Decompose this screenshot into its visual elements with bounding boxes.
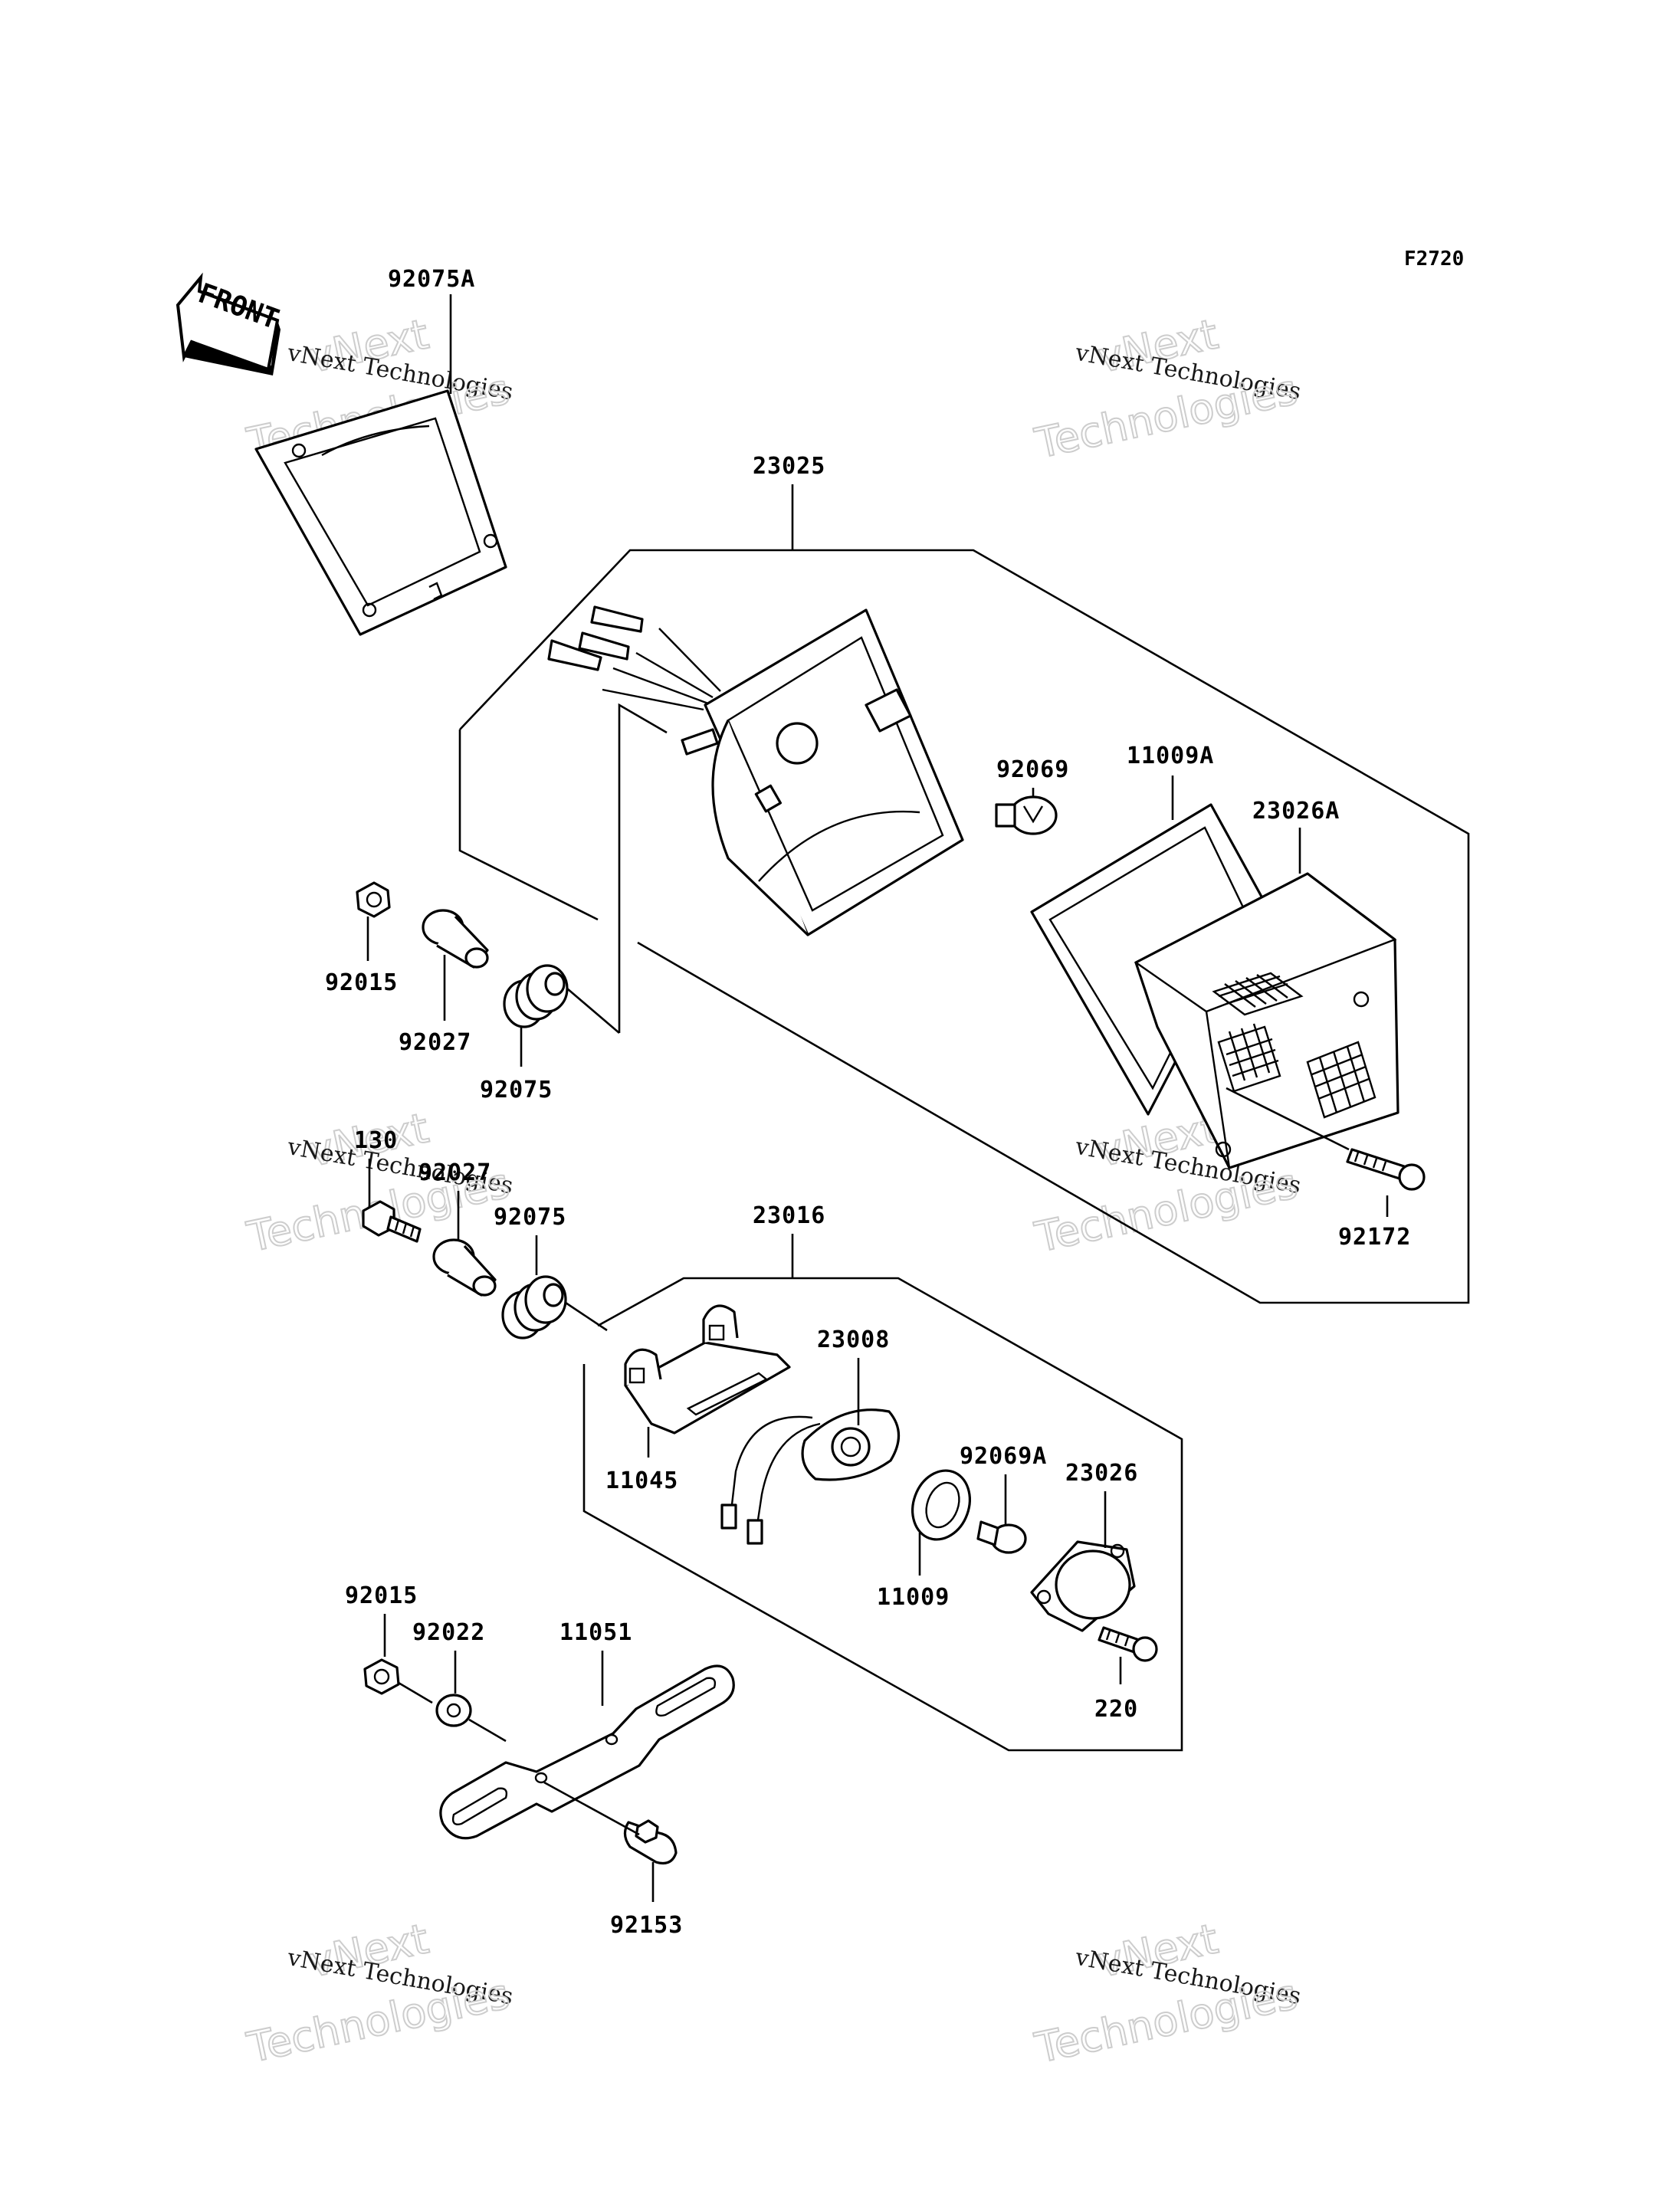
collar-92027-mid — [432, 1238, 497, 1297]
gasket-11009 — [911, 1469, 971, 1541]
nut-92015-top — [356, 881, 391, 918]
label-92153: 92153 — [610, 1912, 683, 1939]
label-92069: 92069 — [996, 756, 1069, 783]
label-92027-top: 92027 — [399, 1029, 471, 1056]
leader-92075-top-to-group — [566, 988, 620, 1034]
figure-code: F2720 — [1404, 248, 1464, 271]
bolt-130 — [362, 1200, 422, 1243]
label-23025: 23025 — [753, 453, 825, 480]
watermark-top-right: vNext vNext Technologies Technologies — [1030, 309, 1303, 468]
leader-92022-to-bracket — [468, 1718, 507, 1743]
label-130: 130 — [354, 1127, 398, 1154]
label-92015-top: 92015 — [325, 969, 398, 996]
screw-220 — [1098, 1626, 1158, 1662]
label-220: 220 — [1094, 1696, 1138, 1723]
label-11045: 11045 — [605, 1467, 678, 1494]
leader-92153-line — [543, 1781, 640, 1836]
lens-23026 — [1030, 1540, 1136, 1632]
label-92015-bot: 92015 — [345, 1582, 418, 1609]
label-23008: 23008 — [817, 1326, 890, 1353]
socket-23008 — [720, 1408, 901, 1545]
label-92075a: 92075A — [388, 266, 475, 293]
screw-92172 — [1346, 1148, 1426, 1191]
leader-92015-to-washer — [398, 1681, 433, 1704]
label-92075-top: 92075 — [480, 1077, 553, 1103]
label-92027-mid: 92027 — [418, 1159, 491, 1186]
tail-light-housing-23025 — [547, 605, 964, 936]
bolt-92153 — [623, 1819, 678, 1865]
gasket-92075a — [254, 389, 507, 636]
label-92022: 92022 — [412, 1619, 485, 1646]
nut-92015-bot — [363, 1658, 400, 1695]
bulb-92069a — [976, 1520, 1027, 1554]
label-11009: 11009 — [877, 1584, 950, 1611]
label-11009a: 11009A — [1127, 743, 1214, 769]
group-23025-outline-left — [458, 730, 599, 921]
label-11051: 11051 — [559, 1619, 632, 1646]
washer-92022 — [435, 1694, 472, 1727]
grommet-92075-mid — [501, 1275, 567, 1340]
front-arrow-icon: FRONT — [176, 272, 283, 375]
label-92075-mid: 92075 — [494, 1204, 566, 1231]
label-23016: 23016 — [753, 1202, 825, 1229]
watermark-bottom-right: vNext vNext Technologies Technologies — [1030, 1913, 1303, 2073]
grommet-92075-top — [503, 964, 569, 1028]
group-23025-outline-right — [459, 549, 1470, 1304]
bracket-11045 — [624, 1304, 791, 1435]
leader-92172-line — [1226, 1087, 1350, 1151]
bulb-92069 — [995, 795, 1058, 835]
watermark-bottom-left: vNext vNext Technologies Technologies — [242, 1913, 515, 2073]
label-92172: 92172 — [1338, 1224, 1411, 1251]
lens-23026a — [1134, 872, 1399, 1169]
group-23025-inner-line — [618, 703, 668, 1033]
label-23026a: 23026A — [1252, 798, 1340, 825]
leader-92075-mid-to-group — [565, 1301, 608, 1332]
group-23016-outline — [582, 1277, 1183, 1752]
collar-92027-top — [422, 909, 489, 969]
label-92069a: 92069A — [960, 1443, 1047, 1470]
license-bracket-11051 — [439, 1664, 735, 1840]
label-23026: 23026 — [1065, 1460, 1138, 1487]
